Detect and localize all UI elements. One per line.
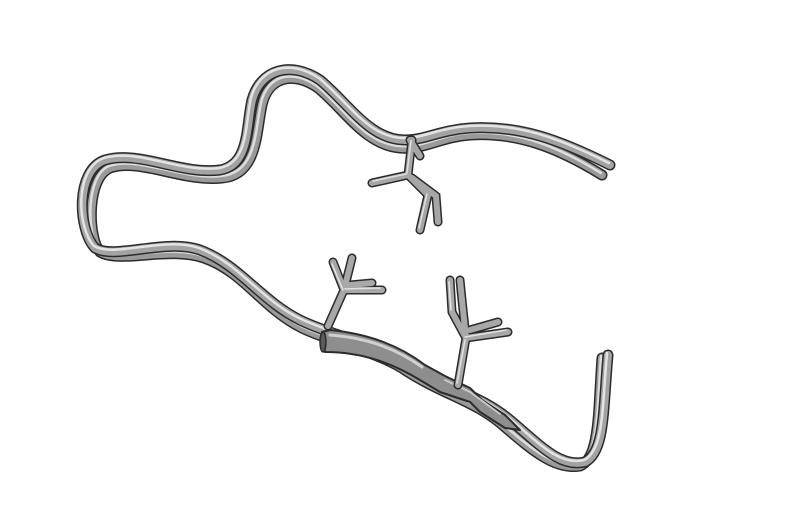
beta-strand-arrow — [319, 329, 521, 431]
side-chain-right — [445, 275, 513, 390]
side-chain-upper — [367, 135, 443, 235]
side-chain-left — [323, 253, 387, 331]
